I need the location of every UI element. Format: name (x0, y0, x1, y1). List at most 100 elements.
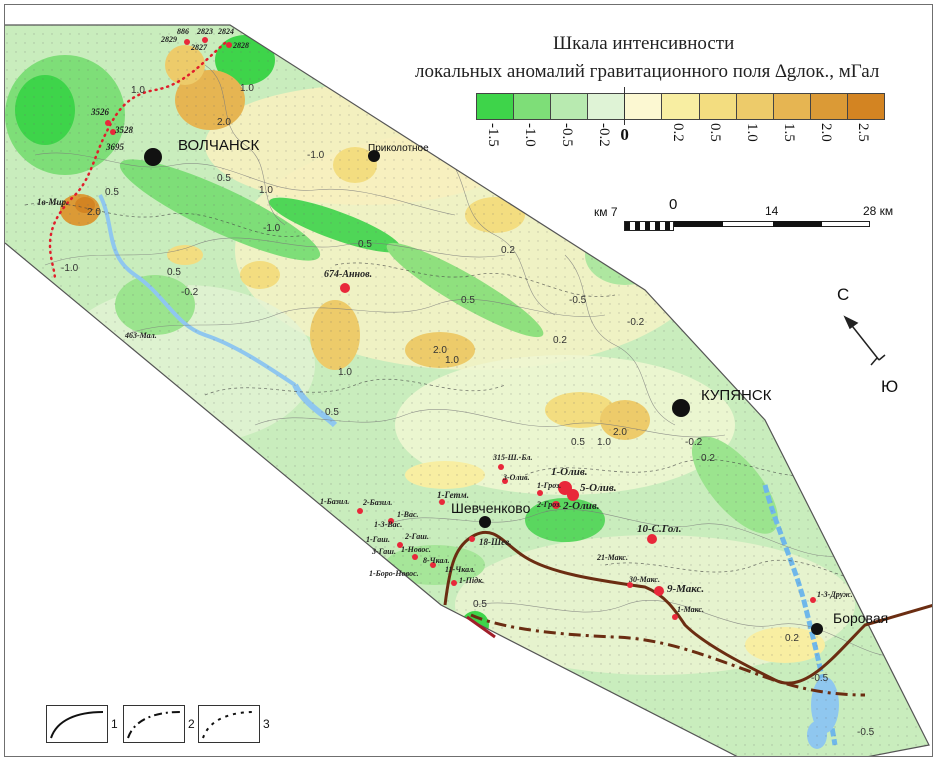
city-marker-prikolotnoe (368, 150, 380, 162)
color-scale-swatch (550, 93, 589, 120)
well-dot-top-a (184, 39, 190, 45)
legend-title-line2: локальных аномалий гравитационного поля … (415, 61, 880, 82)
scale-bar (624, 215, 870, 231)
color-scale-swatch (809, 93, 848, 120)
contour-label: -1.0 (307, 150, 325, 161)
compass-south: Ю (881, 377, 899, 396)
contour-label: 1.0 (445, 355, 459, 366)
color-scale-swatch (846, 93, 885, 120)
well-label-674: 674-Аннов. (324, 269, 373, 280)
contour-label: 2.0 (613, 427, 627, 438)
contour-label: -0.5 (569, 295, 587, 306)
well-label-3695: 3695 (106, 142, 124, 152)
contour-label: -0.2 (181, 287, 199, 298)
color-scale-swatch (513, 93, 552, 120)
city-marker-shevchenkovo (479, 516, 491, 528)
color-scale-swatch (624, 93, 663, 120)
well-label-10sgol: 10-С.Гол. (637, 523, 682, 535)
well-label-1bazil: 1-Базил. (320, 497, 350, 506)
color-scale-swatch (661, 93, 700, 120)
fault-dashdot-sample (127, 711, 181, 739)
well-label-1vmir: 1в-Мир. (37, 197, 69, 207)
state-border (48, 41, 227, 282)
fault-solid-sample (50, 711, 104, 739)
well-label-1getm: 1-Гетм. (437, 490, 469, 500)
contour-label: 0.2 (501, 245, 515, 256)
well-dot-9maks (654, 586, 664, 596)
color-scale-swatch (587, 93, 626, 120)
well-dot-chkal (430, 562, 436, 568)
color-scale-swatch (476, 93, 515, 120)
scale-bar-14: 14 (765, 204, 779, 218)
scale-bar-seg2 (773, 221, 822, 227)
well-label-1bornov: 1-Боро-Новос. (369, 569, 419, 578)
contour-label: 0.5 (217, 173, 231, 184)
color-scale-label: 0 (620, 125, 629, 144)
well-dot-1getm (439, 499, 445, 505)
well-dot-18shev (469, 536, 475, 542)
color-scale-label: 0.2 (670, 123, 686, 142)
scale-bar-unit-left: км 7 (594, 205, 618, 219)
well-dot-2oliv (552, 501, 560, 509)
well-label-1novos: 1-Новос. (401, 545, 431, 554)
scale-bar-sub (624, 221, 674, 231)
well-label-2829: 2829 (161, 35, 177, 44)
color-scale-label: -0.5 (558, 123, 575, 147)
contour-label: 1.0 (240, 83, 254, 94)
well-label-18shev: 18-Шев. (479, 537, 512, 547)
city-label-volchansk: ВОЛЧАНСК (178, 137, 260, 154)
well-dot-1maks (672, 614, 678, 620)
contour-label: 2.0 (433, 345, 447, 356)
well-dot-30maks (627, 582, 633, 588)
legend-title-line1: Шкала интенсивности (553, 33, 735, 54)
well-label-1groz: 1-Гроз. (537, 481, 562, 490)
well-label-3gash: 3-Гаш. (372, 547, 396, 556)
color-scale-swatch (698, 93, 737, 120)
well-label-1oliv: 1-Олив. (551, 466, 588, 478)
well-dot-1groz (537, 490, 543, 496)
well-label-2bazil: 2-Базил. (363, 498, 393, 507)
contour-label: 2.0 (87, 207, 101, 218)
well-label-3olv: 3-Олив. (503, 473, 530, 482)
contour-label: 0.2 (701, 453, 715, 464)
well-dot-1bazil (357, 508, 363, 514)
compass-arrow (843, 315, 886, 366)
contour-label: -0.2 (627, 317, 645, 328)
city-label-borovaya: Боровая (833, 610, 889, 626)
well-label-5oliv: 5-Олив. (580, 482, 617, 494)
well-label-9maks: 9-Макс. (667, 583, 705, 595)
color-scale-label: 0.5 (707, 123, 724, 142)
well-markers (105, 37, 816, 620)
gravity-anomaly-map (5, 24, 932, 756)
contour-label: 0.2 (785, 633, 799, 644)
well-label-13druzh: 1-3-Друж. (817, 590, 853, 599)
city-label-kupyansk: КУПЯНСК (701, 387, 772, 404)
scale-bar-seg1 (674, 221, 723, 227)
color-scale-zero-line (624, 87, 626, 125)
well-label-2828: 2828 (233, 41, 249, 50)
legend-item-fault-dashdot (123, 705, 185, 743)
well-dot-top-b (202, 37, 208, 43)
city-marker-kupyansk (672, 399, 690, 417)
fault-line-solid (443, 530, 932, 685)
well-label-2824: 2824 (218, 27, 234, 36)
well-label-3526: 3526 (91, 107, 109, 117)
contour-label: 0.5 (461, 295, 475, 306)
well-label-8chkal: 8-Чкал. (423, 556, 450, 565)
well-label-11chkal: 11-Чкал. (445, 565, 476, 574)
color-scale-label: -0.2 (595, 123, 612, 147)
well-label-2827: 2827 (191, 43, 207, 52)
legend-num-3: 3 (263, 717, 270, 731)
contour-label: 0.5 (473, 599, 487, 610)
well-dot-3526 (105, 120, 111, 126)
color-scale-label: -1.5 (484, 123, 501, 147)
well-dot-10sgol (647, 534, 657, 544)
color-scale-swatch (772, 93, 811, 120)
contour-label: 0.5 (105, 187, 119, 198)
contour-label: 0.2 (553, 335, 567, 346)
contour-label: -0.5 (811, 673, 829, 684)
well-dot-pidk (451, 580, 457, 586)
well-label-13vas: 1-3-Вас. (374, 520, 403, 529)
city-label-prikolotnoe: Приколотное (368, 143, 429, 154)
